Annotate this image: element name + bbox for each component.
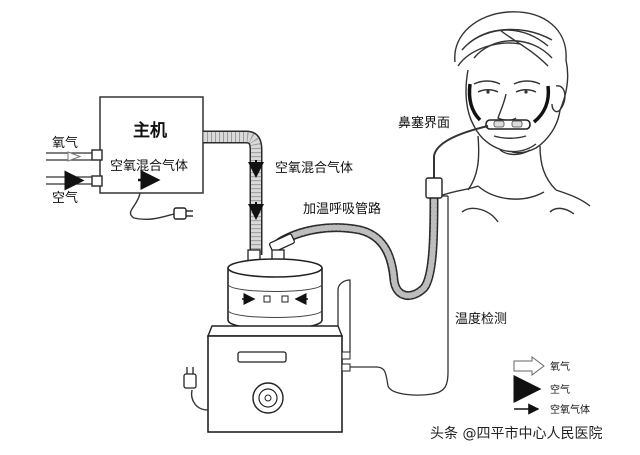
watermark: 头条 @四平市中心人民医院 — [430, 425, 602, 442]
oxygen-inlet-line — [46, 151, 92, 162]
temperature-sense-line — [350, 195, 449, 396]
heated-breathing-tube — [269, 125, 489, 300]
humidifier-chamber — [227, 249, 323, 330]
main-unit-label: 主机 — [133, 120, 167, 141]
legend-label-oxygen: 氧气 — [550, 360, 570, 373]
main-unit-mixed-label: 空氧混合气体 — [110, 158, 188, 174]
legend-item-mixed: 空氧气体 — [514, 403, 590, 416]
oxygen-inlet-label: 氧气 — [52, 135, 78, 151]
legend-label-mixed: 空氧气体 — [550, 403, 590, 416]
heated-tube-label: 加温呼吸管路 — [303, 201, 381, 217]
mixed-tube-label: 空氧混合气体 — [275, 160, 353, 176]
nasal-cannula-label: 鼻塞界面 — [398, 115, 450, 131]
air-inlet-line — [46, 170, 92, 191]
mixed-gas-tube — [203, 130, 264, 255]
legend: 氧气 空气 空氧气体 — [513, 356, 590, 416]
temp-probe-label: 温度检测 — [455, 311, 507, 327]
legend-label-air: 空气 — [550, 383, 570, 396]
heater-base — [183, 279, 351, 433]
main-unit — [91, 96, 204, 221]
air-inlet-label: 空气 — [52, 190, 78, 206]
hollow-arrow-icon — [513, 356, 545, 376]
nasal-cannula — [467, 83, 551, 130]
patient-head — [439, 11, 591, 223]
legend-item-air: 空气 — [513, 375, 570, 403]
legend-item-oxygen: 氧气 — [513, 356, 570, 376]
